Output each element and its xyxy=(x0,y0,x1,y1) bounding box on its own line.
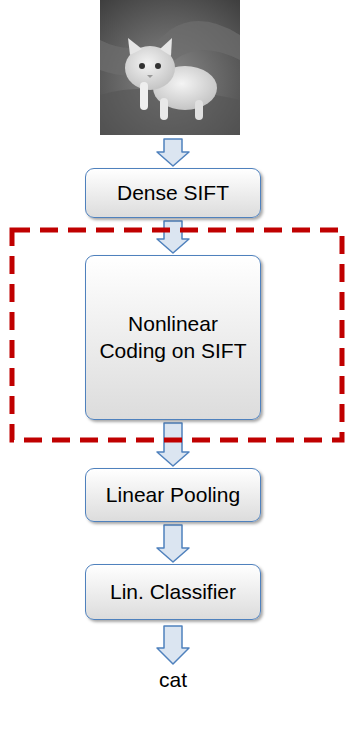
kitten-photo xyxy=(100,0,240,135)
output-label: cat xyxy=(159,668,187,692)
box-label: Linear Pooling xyxy=(106,482,240,508)
dashed-highlight xyxy=(12,230,342,440)
flow-arrow xyxy=(157,525,189,562)
flow-arrow xyxy=(157,626,189,664)
flow-arrow xyxy=(157,221,189,253)
box-label: Nonlinear Coding on SIFT xyxy=(99,311,247,364)
flow-arrow xyxy=(157,139,189,166)
flow-arrow xyxy=(157,423,189,466)
process-box: Lin. Classifier xyxy=(85,564,261,620)
process-box: Dense SIFT xyxy=(85,168,261,218)
box-label: Lin. Classifier xyxy=(110,579,236,605)
process-box: Linear Pooling xyxy=(85,468,261,522)
box-label: Dense SIFT xyxy=(117,180,229,206)
process-box: Nonlinear Coding on SIFT xyxy=(85,255,261,420)
